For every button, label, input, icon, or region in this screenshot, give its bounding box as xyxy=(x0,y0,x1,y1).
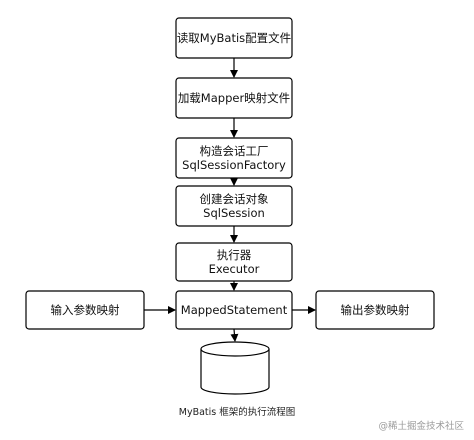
node-box xyxy=(25,290,145,330)
node-label: 输出参数映射 xyxy=(341,303,410,317)
diagram-caption: MyBatis 框架的执行流程图 xyxy=(178,407,296,418)
node-label: SqlSession xyxy=(203,206,265,220)
node-box xyxy=(175,290,293,330)
node-label: MappedStatement xyxy=(181,303,288,317)
node-label: 读取MyBatis配置文件 xyxy=(177,31,291,45)
database-top xyxy=(200,341,270,357)
node-load-mapper: 加载Mapper映射文件 xyxy=(175,77,293,119)
node-box xyxy=(315,290,435,330)
node-box xyxy=(175,242,293,282)
edge-mapped-statement-to-database xyxy=(230,328,239,342)
node-label: Executor xyxy=(209,262,260,276)
node-mapped-statement: MappedStatement xyxy=(175,290,293,330)
node-box xyxy=(175,185,293,227)
node-box xyxy=(175,17,293,59)
node-output-mapping: 输出参数映射 xyxy=(315,290,435,330)
node-label: 构造会话工厂 xyxy=(200,144,269,158)
database-body xyxy=(200,349,270,395)
node-read-config: 读取MyBatis配置文件 xyxy=(175,17,293,59)
node-label: 创建会话对象 xyxy=(200,192,269,206)
node-database xyxy=(200,341,270,395)
node-box xyxy=(175,77,293,119)
node-label: 加载Mapper映射文件 xyxy=(178,91,290,105)
node-label: 执行器 xyxy=(217,248,252,262)
node-input-mapping: 输入参数映射 xyxy=(25,290,145,330)
watermark: @稀土掘金技术社区 xyxy=(378,421,464,432)
node-box xyxy=(175,137,293,179)
node-label: SqlSessionFactory xyxy=(182,158,286,172)
node-label: 输入参数映射 xyxy=(51,303,120,317)
